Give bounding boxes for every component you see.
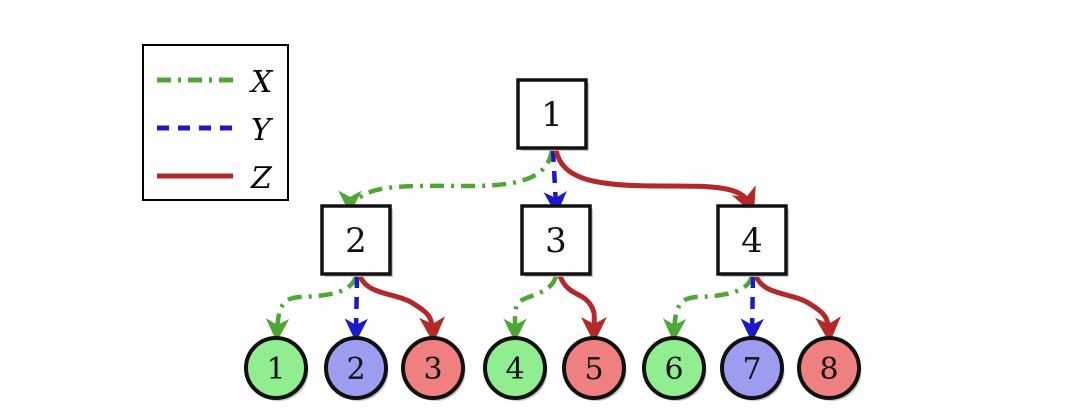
circle-node-shape <box>324 336 388 400</box>
circle-node-label: 8 <box>819 352 838 387</box>
square-node-shape <box>716 204 788 276</box>
circle-node-label: 7 <box>742 352 761 387</box>
square-node-label: 1 <box>541 95 563 135</box>
legend-entry-Z[interactable]: Z <box>157 161 273 196</box>
circle-node-shape <box>401 336 465 400</box>
square-node-label: 2 <box>345 221 367 261</box>
edge-s1-to-s2-X <box>338 149 555 214</box>
circle-node-shape <box>562 336 626 400</box>
legend-label-Z: Z <box>250 161 273 196</box>
square-node-label: 4 <box>741 221 763 261</box>
circle-node-2[interactable]: 2 <box>324 336 388 400</box>
circle-node-3[interactable]: 3 <box>401 336 465 400</box>
edge-s2-to-c3-Z <box>357 274 446 343</box>
nodes-group: 1 2 3 4 1 2 3 4 5 6 7 8 <box>244 78 861 400</box>
circle-node-label: 6 <box>664 352 683 387</box>
edge-s1-to-s3-Y <box>543 149 567 215</box>
square-node-label: 3 <box>545 221 567 261</box>
circle-node-7[interactable]: 7 <box>720 336 784 400</box>
circle-node-shape <box>720 336 784 400</box>
circle-node-shape <box>642 336 706 400</box>
circle-node-shape <box>797 336 861 400</box>
legend-label-X: X <box>249 65 274 100</box>
circle-node-label: 4 <box>505 352 524 387</box>
circle-node-8[interactable]: 8 <box>797 336 861 400</box>
edge-s4-to-c6-X <box>662 275 755 342</box>
circle-node-5[interactable]: 5 <box>562 336 626 400</box>
circle-node-shape <box>244 336 308 400</box>
circle-node-label: 2 <box>346 352 365 387</box>
edge-s2-to-c1-X <box>265 275 359 342</box>
edge-s1-to-s4-Z <box>553 149 756 215</box>
legend-entry-X[interactable]: X <box>157 65 274 100</box>
circle-node-label: 5 <box>584 352 603 387</box>
square-node-shape <box>516 78 588 150</box>
circle-node-label: 3 <box>423 352 442 387</box>
square-node-3[interactable]: 3 <box>520 204 592 276</box>
circle-node-1[interactable]: 1 <box>244 336 308 400</box>
square-node-shape <box>520 204 592 276</box>
circle-node-6[interactable]: 6 <box>642 336 706 400</box>
square-node-1[interactable]: 1 <box>516 78 588 150</box>
legend-label-Y: Y <box>251 113 274 148</box>
legend-entry-Y[interactable]: Y <box>157 113 274 148</box>
square-node-4[interactable]: 4 <box>716 204 788 276</box>
circle-node-shape <box>483 336 547 400</box>
edge-s2-to-c2-Y <box>344 275 368 342</box>
edge-s3-to-c5-Z <box>557 274 608 343</box>
square-node-2[interactable]: 2 <box>320 204 392 276</box>
edges-group <box>265 149 842 343</box>
square-node-shape <box>320 204 392 276</box>
edge-s3-to-c4-X <box>503 275 559 342</box>
circle-node-label: 1 <box>266 352 285 387</box>
circle-node-4[interactable]: 4 <box>483 336 547 400</box>
edge-s4-to-c8-Z <box>753 274 842 343</box>
edge-s4-to-c7-Y <box>740 275 764 342</box>
legend-group: XYZ <box>142 44 289 201</box>
